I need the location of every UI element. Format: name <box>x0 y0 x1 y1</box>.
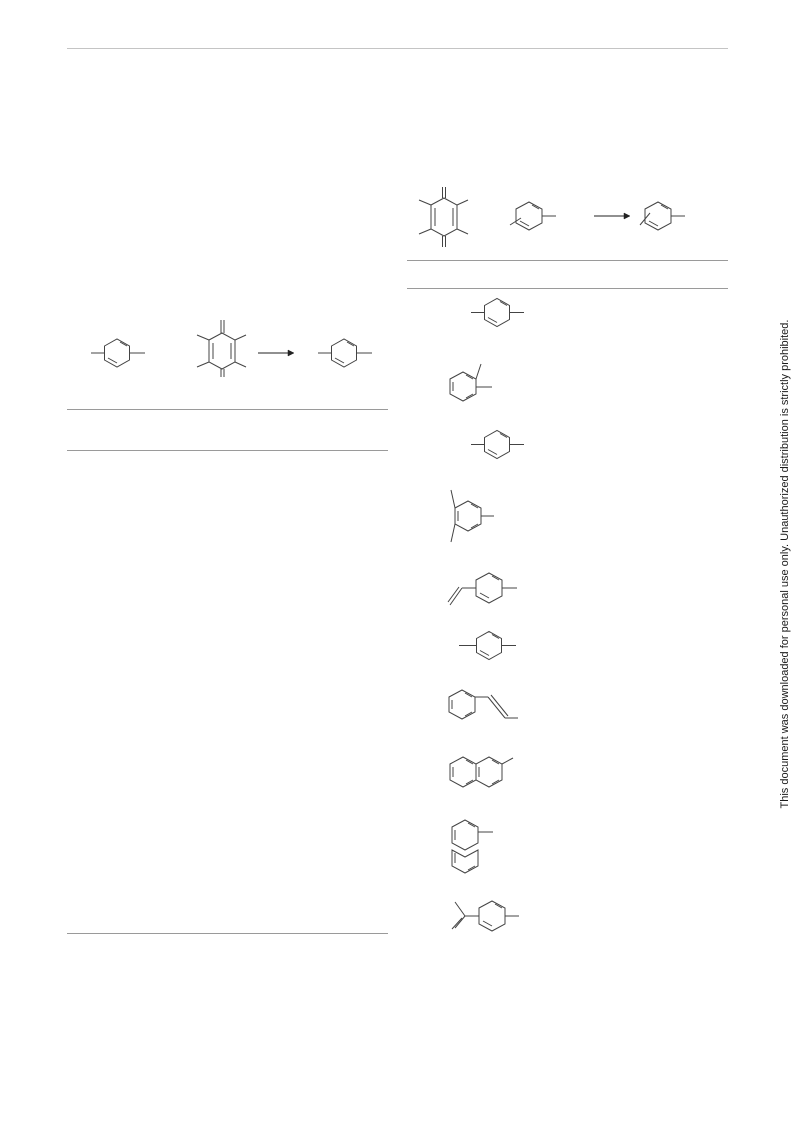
left-scheme-reaction-arrow <box>258 349 295 357</box>
substrate-p-xylene-structure <box>471 429 524 460</box>
substrate-p-methylstyrene-structure <box>447 572 517 606</box>
left-scheme-diene-structure <box>196 320 247 377</box>
left-table-bottom-rule <box>67 933 388 934</box>
right-scheme-methylarene-product-structure <box>639 201 685 231</box>
right-scheme-reaction-arrow <box>594 212 631 220</box>
right-scheme-diene-structure <box>418 187 469 247</box>
right-scheme-methylarene-reactant-structure <box>509 201 556 231</box>
left-table-top-rule <box>67 409 388 410</box>
left-table-header-rule <box>67 450 388 451</box>
right-table-header-rule <box>407 288 728 289</box>
left-scheme-reactant-p-xylene-structure <box>91 338 145 368</box>
substrate-2-methylnaphthalene-structure <box>449 756 514 788</box>
left-scheme-product-p-xylene-structure <box>318 338 372 368</box>
header-rule <box>67 48 728 49</box>
substrate-p-isopropenyltoluene-structure <box>451 900 519 932</box>
substrate-1-methylnaphthalene-structure <box>451 819 493 874</box>
substrate-p-xylene-structure <box>459 630 516 661</box>
right-table-top-rule <box>407 260 728 261</box>
substrate-p-xylene-structure <box>471 297 524 328</box>
substrate-mesitylene-structure <box>450 489 494 543</box>
download-watermark: This document was downloaded for persona… <box>779 319 791 809</box>
substrate-beta-methylstyrene-structure <box>448 689 518 720</box>
substrate-o-xylene-structure <box>449 363 492 402</box>
